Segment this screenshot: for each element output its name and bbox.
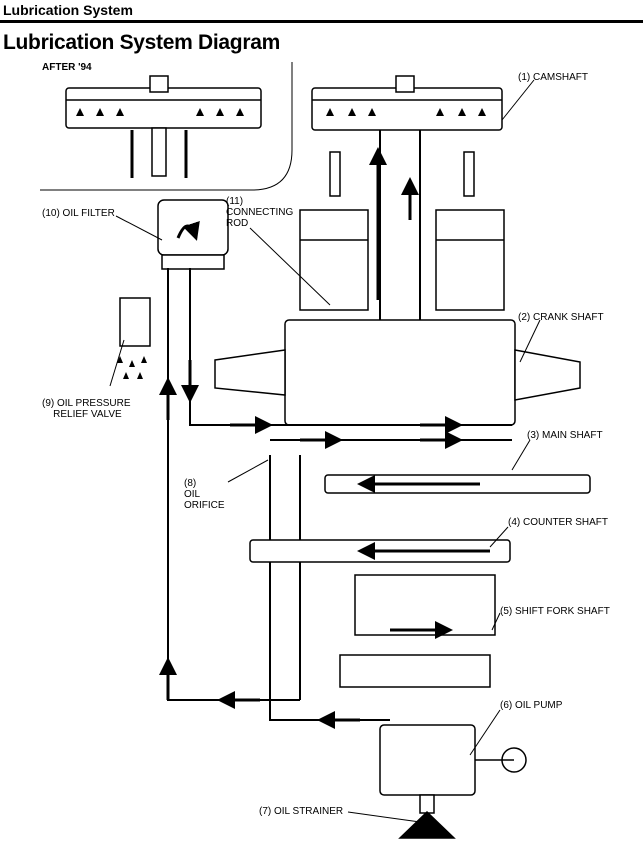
oil-strainer: [398, 794, 456, 839]
inset-frame: [40, 62, 293, 191]
label-connecting-rod: (11) CONNECTING ROD: [226, 196, 294, 229]
label-shift-fork-shaft: (5) SHIFT FORK SHAFT: [500, 606, 610, 617]
leader-lines: [109, 79, 541, 823]
camshaft-head: [311, 75, 503, 131]
cylinders: [299, 209, 505, 311]
crankcase: [214, 319, 581, 426]
label-oil-strainer: (7) OIL STRAINER: [259, 806, 344, 817]
oil-pump: [379, 724, 527, 796]
label-main-shaft: (3) MAIN SHAFT: [527, 430, 603, 441]
label-oil-filter: (10) OIL FILTER: [42, 208, 115, 219]
page-title: Lubrication System Diagram: [3, 31, 280, 54]
label-counter-shaft: (4) COUNTER SHAFT: [508, 517, 608, 528]
inset-label: AFTER '94: [42, 62, 92, 73]
inset-camshaft-head: [65, 75, 262, 178]
label-camshaft: (1) CAMSHAFT: [518, 72, 588, 83]
label-oil-orifice: (8) OIL ORIFICE: [184, 478, 225, 511]
header-rule: [0, 20, 643, 23]
spark-plugs: [329, 151, 475, 197]
flow-arrows: [159, 360, 463, 729]
relief-valve: [117, 297, 151, 379]
label-oil-pump: (6) OIL PUMP: [500, 700, 563, 711]
oil-filter: [157, 199, 229, 270]
label-relief-valve: (9) OIL PRESSURE RELIEF VALVE: [42, 398, 131, 420]
transmission: [249, 474, 591, 688]
label-crank-shaft: (2) CRANK SHAFT: [518, 312, 604, 323]
section-header: Lubrication System: [3, 2, 133, 18]
